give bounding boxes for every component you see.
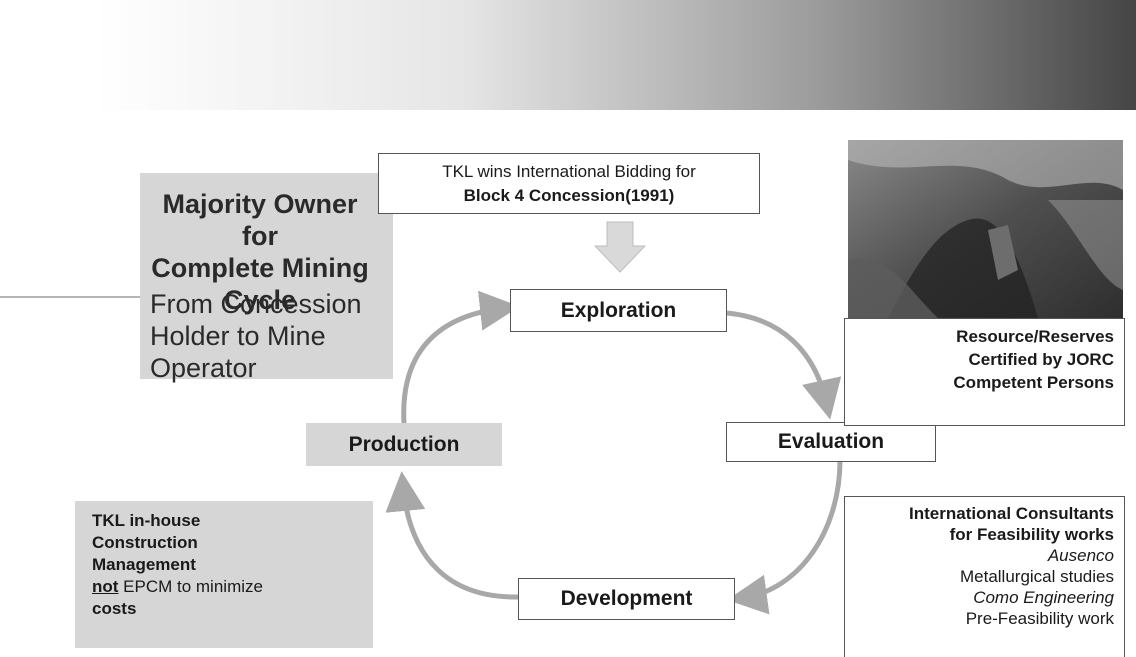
resources-line: Competent Persons xyxy=(953,373,1114,392)
inhouse-line: TKL in-house xyxy=(92,511,201,530)
stage-evaluation-label: Evaluation xyxy=(777,430,885,453)
inhouse-panel xyxy=(75,501,373,648)
bidding-line1: TKL wins International Bidding for xyxy=(442,162,696,181)
stage-exploration: Exploration xyxy=(510,289,727,332)
stage-development: Development xyxy=(518,578,735,620)
consultants-line: Como Engineering xyxy=(973,588,1114,607)
consultants-line: Ausenco xyxy=(1047,546,1114,565)
inhouse-line: Management xyxy=(92,555,196,574)
bidding-box: TKL wins International Bidding for Block… xyxy=(378,153,760,214)
stage-production: Production xyxy=(306,423,502,466)
arrow-development-production xyxy=(385,471,519,600)
stage-evaluation: Evaluation xyxy=(726,422,936,462)
mining-site-photo xyxy=(848,140,1123,318)
arrow-production-exploration xyxy=(401,290,520,424)
resources-box: Resource/Reserves Certified by JORC Comp… xyxy=(844,318,1125,426)
consultants-line: for Feasibility works xyxy=(949,525,1114,544)
stage-production-label: Production xyxy=(348,432,460,456)
consultants-line: Pre-Feasibility work xyxy=(965,609,1114,628)
down-arrow-icon xyxy=(593,221,647,273)
bidding-line2: Block 4 Concession(1991) xyxy=(463,186,675,205)
inhouse-line: costs xyxy=(92,599,137,618)
inhouse-text: TKL in-house Construction Management not… xyxy=(92,510,362,620)
owner-title: Majority Owner for Complete Mining Cycle xyxy=(151,189,369,315)
inhouse-not: not xyxy=(92,577,119,596)
consultants-line: Metallurgical studies xyxy=(959,567,1114,586)
arrow-evaluation-development xyxy=(727,459,843,615)
inhouse-line: Construction xyxy=(92,533,198,552)
inhouse-line: EPCM to minimize xyxy=(118,577,263,596)
consultants-line: International Consultants xyxy=(909,504,1114,523)
owner-subtitle: From Concession Holder to Mine Operator xyxy=(150,289,362,383)
header-banner xyxy=(95,0,1136,110)
consultants-box: International Consultants for Feasibilit… xyxy=(844,496,1125,657)
resources-line: Certified by JORC xyxy=(968,350,1114,369)
resources-line: Resource/Reserves xyxy=(956,327,1114,346)
stage-exploration-label: Exploration xyxy=(560,298,677,322)
arrow-exploration-evaluation xyxy=(726,310,842,420)
stage-development-label: Development xyxy=(560,587,693,610)
owner-panel xyxy=(140,173,393,379)
